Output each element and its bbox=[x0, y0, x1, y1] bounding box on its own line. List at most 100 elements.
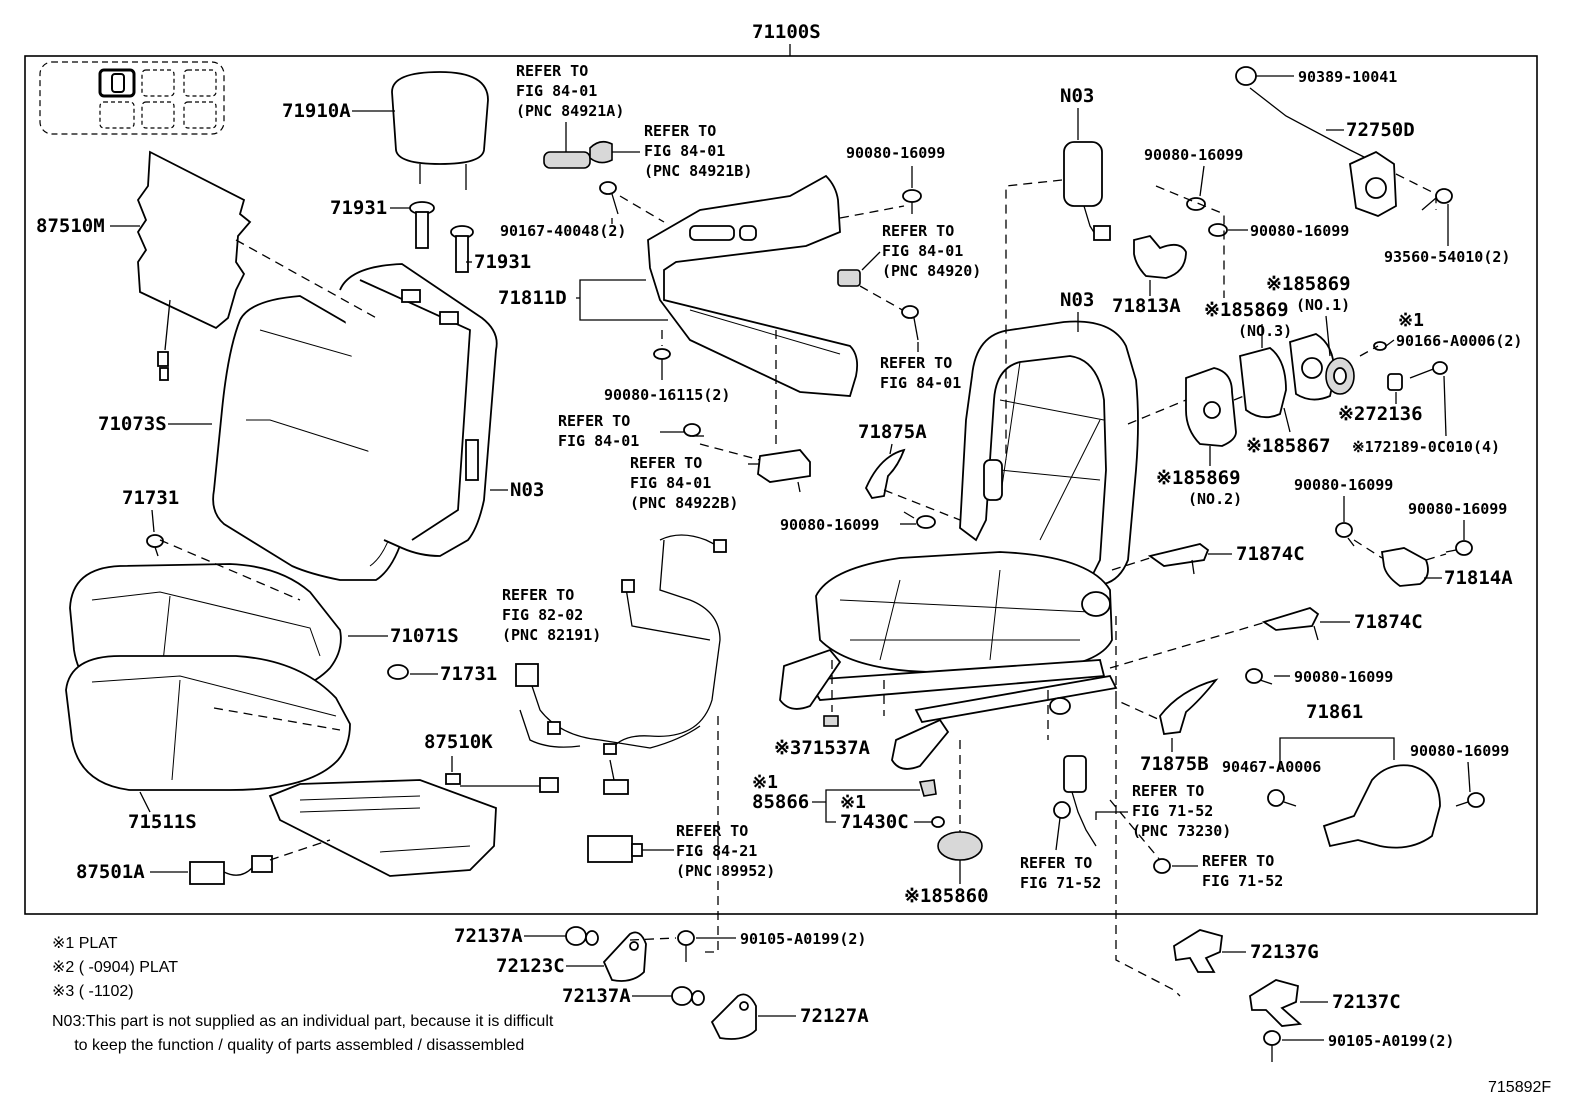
label-85869-3[interactable]: ※185869 bbox=[1204, 299, 1289, 321]
label-85866[interactable]: 85866 bbox=[752, 791, 809, 813]
label-71731-b[interactable]: 71731 bbox=[440, 663, 497, 685]
label-72137C[interactable]: 72137C bbox=[1332, 991, 1401, 1013]
label-90167[interactable]: 90167-40048(2) bbox=[500, 222, 626, 240]
label-71931-a[interactable]: 71931 bbox=[330, 197, 387, 219]
mark-71430C[interactable]: ※1 bbox=[840, 792, 866, 813]
sticker-71537A bbox=[823, 715, 839, 727]
label-90080-top[interactable]: 90080-16099 bbox=[846, 144, 945, 162]
ref-82191-l1[interactable]: REFER TO bbox=[502, 586, 574, 604]
label-71430C[interactable]: 71430C bbox=[840, 811, 909, 833]
label-N03-frame[interactable]: N03 bbox=[1060, 289, 1094, 311]
note-3: ※3 ( -1102) bbox=[52, 983, 134, 1000]
diagram-frame bbox=[24, 55, 1538, 915]
label-93560[interactable]: 93560-54010(2) bbox=[1384, 248, 1510, 266]
label-71811D[interactable]: 71811D bbox=[498, 287, 567, 309]
label-90166[interactable]: 90166-A0006(2) bbox=[1396, 332, 1522, 350]
ref-73230-l1[interactable]: REFER TO bbox=[1132, 782, 1204, 800]
label-85869-2-sub[interactable]: (NO.2) bbox=[1188, 490, 1242, 508]
label-90080-f[interactable]: 90080-16099 bbox=[1410, 742, 1509, 760]
ref-84920-l1[interactable]: REFER TO bbox=[882, 222, 954, 240]
bracket-71813A bbox=[1133, 234, 1187, 279]
screw-90080-b bbox=[1208, 223, 1228, 237]
ref-84922B-l2[interactable]: FIG 84-01 bbox=[630, 474, 711, 492]
label-72137A-a[interactable]: 72137A bbox=[454, 925, 523, 947]
label-90080-b[interactable]: 90080-16099 bbox=[1250, 222, 1349, 240]
label-71874C-b[interactable]: 71874C bbox=[1354, 611, 1423, 633]
label-N03-top[interactable]: N03 bbox=[1060, 85, 1094, 107]
label-71931-b[interactable]: 71931 bbox=[474, 251, 531, 273]
ref-71-52-b-l2[interactable]: FIG 71-52 bbox=[1202, 872, 1283, 890]
label-90080-mid[interactable]: 90080-16099 bbox=[780, 516, 879, 534]
ref-84921A-l3[interactable]: (PNC 84921A) bbox=[516, 102, 624, 120]
label-72127A[interactable]: 72127A bbox=[800, 1005, 869, 1027]
ref-71-52-b-l1[interactable]: REFER TO bbox=[1202, 852, 1274, 870]
ref-89952-l2[interactable]: FIG 84-21 bbox=[676, 842, 757, 860]
module-84922B bbox=[757, 449, 811, 493]
ref-89952-l1[interactable]: REFER TO bbox=[676, 822, 748, 840]
ref-73230-l2[interactable]: FIG 71-52 bbox=[1132, 802, 1213, 820]
ref-84922B-l3[interactable]: (PNC 84922B) bbox=[630, 494, 738, 512]
label-71073S[interactable]: 71073S bbox=[98, 413, 167, 435]
label-71813A[interactable]: 71813A bbox=[1112, 295, 1181, 317]
label-71874C-a[interactable]: 71874C bbox=[1236, 543, 1305, 565]
label-90080-e[interactable]: 90080-16099 bbox=[1294, 668, 1393, 686]
label-87510K[interactable]: 87510K bbox=[424, 731, 493, 753]
ref-84921B-l1[interactable]: REFER TO bbox=[644, 122, 716, 140]
label-72750D[interactable]: 72750D bbox=[1346, 119, 1415, 141]
label-90080-16115[interactable]: 90080-16115(2) bbox=[604, 386, 730, 404]
ref-84920-l2[interactable]: FIG 84-01 bbox=[882, 242, 963, 260]
label-87501A[interactable]: 87501A bbox=[76, 861, 145, 883]
label-71875A[interactable]: 71875A bbox=[858, 421, 927, 443]
label-71910A[interactable]: 71910A bbox=[282, 100, 351, 122]
label-90080-c[interactable]: 90080-16099 bbox=[1294, 476, 1393, 494]
ref-84-01-a-l1[interactable]: REFER TO bbox=[880, 354, 952, 372]
ref-84921B-l2[interactable]: FIG 84-01 bbox=[644, 142, 725, 160]
label-71537A[interactable]: ※371537A bbox=[774, 737, 871, 759]
ref-89952-l3[interactable]: (PNC 89952) bbox=[676, 862, 775, 880]
label-85869-1[interactable]: ※185869 bbox=[1266, 273, 1351, 295]
screw-90080-16115 bbox=[653, 348, 671, 380]
ref-84921A-l1[interactable]: REFER TO bbox=[516, 62, 588, 80]
ref-71-52-a-l1[interactable]: REFER TO bbox=[1020, 854, 1092, 872]
cushion-pad bbox=[65, 655, 351, 791]
label-71875B[interactable]: 71875B bbox=[1140, 753, 1209, 775]
label-72123C[interactable]: 72123C bbox=[496, 955, 565, 977]
label-71511S[interactable]: 71511S bbox=[128, 811, 197, 833]
ref-71-52-a-l2[interactable]: FIG 71-52 bbox=[1020, 874, 1101, 892]
ref-84921B-l3[interactable]: (PNC 84921B) bbox=[644, 162, 752, 180]
mark-85866[interactable]: ※1 bbox=[752, 772, 778, 793]
ref-82191-l3[interactable]: (PNC 82191) bbox=[502, 626, 601, 644]
ref-84921A-l2[interactable]: FIG 84-01 bbox=[516, 82, 597, 100]
assembly-number[interactable]: 71100S bbox=[752, 21, 821, 43]
label-85869-3-sub[interactable]: (NO.3) bbox=[1238, 322, 1292, 340]
ref-84920-l3[interactable]: (PNC 84920) bbox=[882, 262, 981, 280]
label-72137G[interactable]: 72137G bbox=[1250, 941, 1319, 963]
label-72137A-b[interactable]: 72137A bbox=[562, 985, 631, 1007]
label-90389[interactable]: 90389-10041 bbox=[1298, 68, 1397, 86]
label-71731-a[interactable]: 71731 bbox=[122, 487, 179, 509]
label-85869-2[interactable]: ※185869 bbox=[1156, 467, 1241, 489]
label-85867[interactable]: ※185867 bbox=[1246, 435, 1331, 457]
mark-90166[interactable]: ※1 bbox=[1398, 310, 1424, 331]
label-90467[interactable]: 90467-A0006 bbox=[1222, 758, 1321, 776]
label-85860[interactable]: ※185860 bbox=[904, 885, 989, 907]
label-85869-1-sub[interactable]: (NO.1) bbox=[1296, 296, 1350, 314]
label-87510M[interactable]: 87510M bbox=[36, 215, 105, 237]
label-90080-a[interactable]: 90080-16099 bbox=[1144, 146, 1243, 164]
label-90080-d[interactable]: 90080-16099 bbox=[1408, 500, 1507, 518]
label-90105-b[interactable]: 90105-A0199(2) bbox=[1328, 1032, 1454, 1050]
ref-84922B-l1[interactable]: REFER TO bbox=[630, 454, 702, 472]
headrest-guide-2 bbox=[450, 225, 474, 273]
label-90105-a[interactable]: 90105-A0199(2) bbox=[740, 930, 866, 948]
ref-84-01-b-l2[interactable]: FIG 84-01 bbox=[558, 432, 639, 450]
label-71861[interactable]: 71861 bbox=[1306, 701, 1363, 723]
label-71071S[interactable]: 71071S bbox=[390, 625, 459, 647]
label-72136[interactable]: ※272136 bbox=[1338, 403, 1423, 425]
label-N03-seatback[interactable]: N03 bbox=[510, 479, 544, 501]
ref-73230-l3[interactable]: (PNC 73230) bbox=[1132, 822, 1231, 840]
ref-84-01-a-l2[interactable]: FIG 84-01 bbox=[880, 374, 961, 392]
ref-84-01-b-l1[interactable]: REFER TO bbox=[558, 412, 630, 430]
label-72189[interactable]: ※172189-0C010(4) bbox=[1352, 438, 1500, 456]
ref-82191-l2[interactable]: FIG 82-02 bbox=[502, 606, 583, 624]
label-71814A[interactable]: 71814A bbox=[1444, 567, 1513, 589]
